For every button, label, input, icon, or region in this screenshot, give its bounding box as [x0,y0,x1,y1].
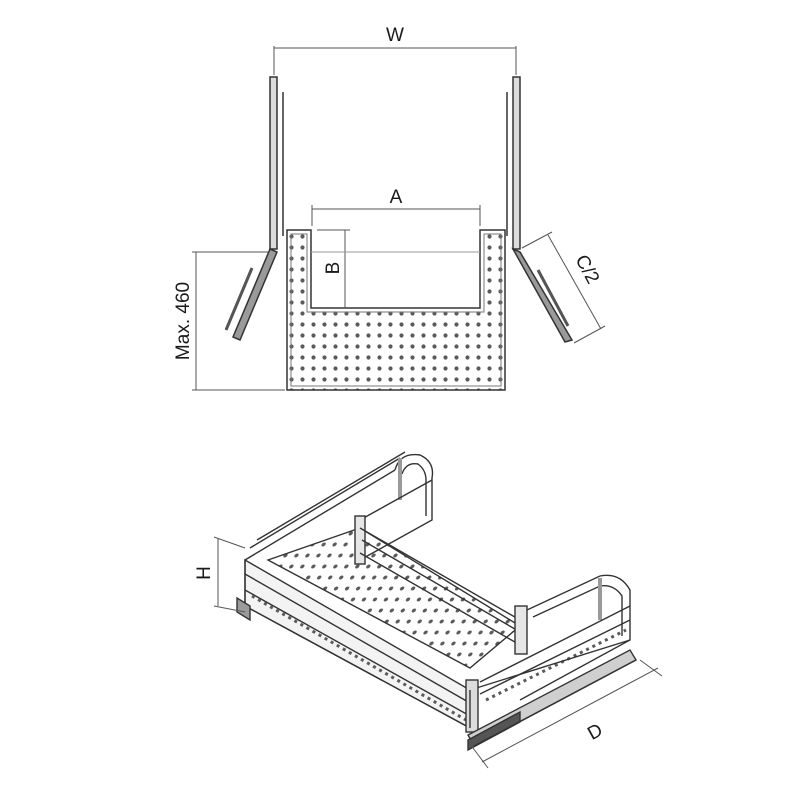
label-max-depth: Max. 460 [173,282,194,360]
left-door [224,248,278,341]
basket-plan [286,229,506,391]
mounting-bracket [236,596,251,622]
dimension-d [469,659,663,769]
label-h: H [194,566,215,580]
top-view: W A B Max. 460 C/2 [173,25,606,391]
slide-rail [467,649,637,752]
dimension-w [273,46,517,75]
label-d: D [584,720,606,745]
back-right-frame [469,574,631,702]
inner-u-rails [359,527,528,655]
label-b: B [323,262,344,275]
label-half-clearance: C/2 [571,251,603,287]
back-left-side [244,451,406,606]
dimension-a [311,205,481,226]
label-w: W [386,25,404,46]
label-a: A [390,187,403,208]
back-left-frame [354,453,434,565]
right-door [511,247,574,343]
dimension-half-clearance [521,231,606,344]
cabinet-walls [269,76,521,250]
dimension-h [213,536,246,613]
dimension-b [311,229,480,308]
isometric-view [236,451,637,752]
front-corner-post [465,679,479,733]
dimension-max-depth [192,251,285,391]
